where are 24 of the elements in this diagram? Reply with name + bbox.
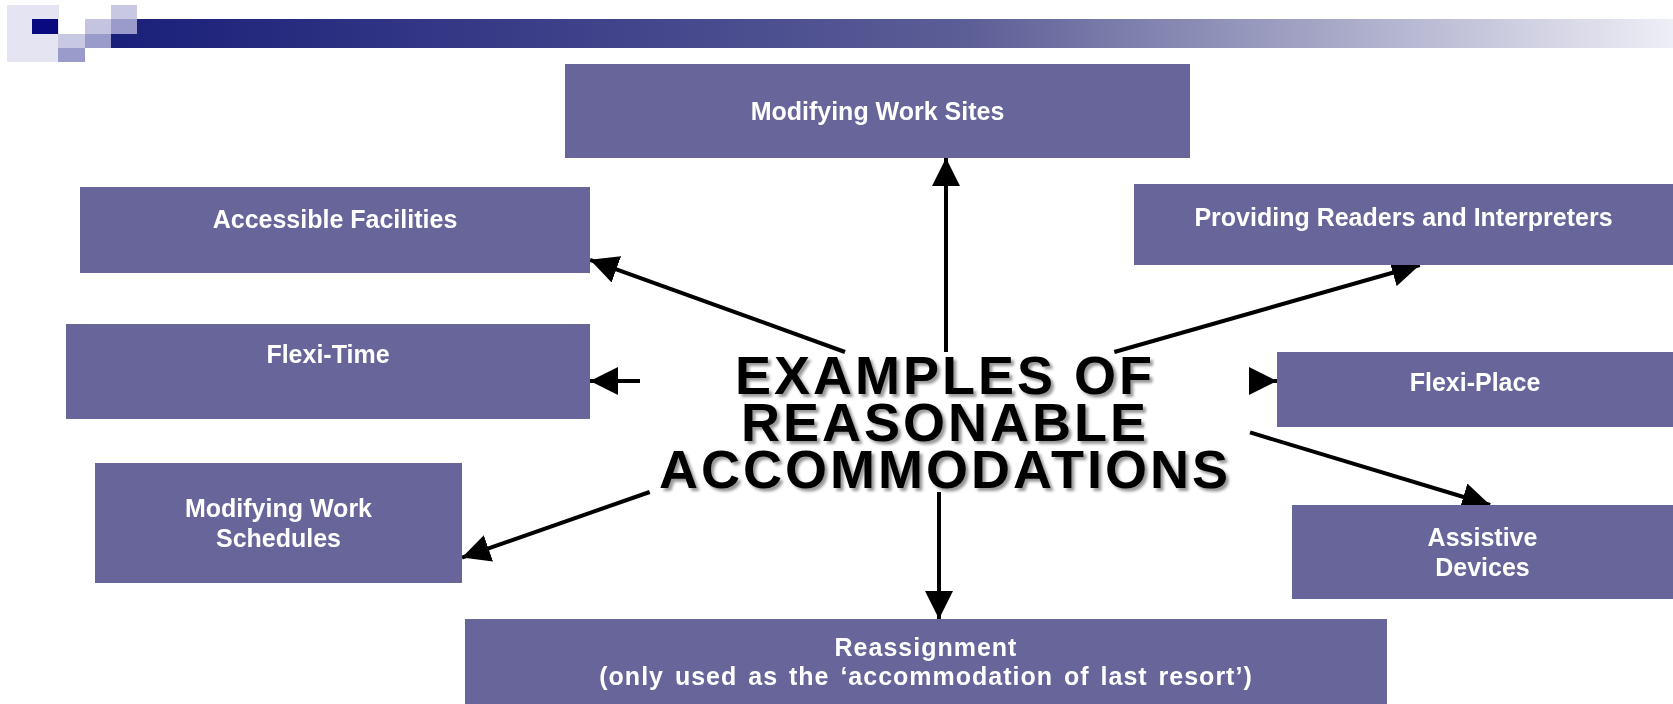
title-text: EXAMPLES OF REASONABLE ACCOMMODATIONS	[658, 351, 1232, 493]
category-box	[1134, 184, 1673, 265]
category-label: Reassignment	[834, 632, 1018, 662]
category-label: Flexi-Place	[1409, 366, 1541, 397]
arrow	[1249, 367, 1277, 395]
category-label: Modifying Work Schedules	[184, 493, 373, 553]
category-label: Assistive Devices	[1426, 522, 1539, 582]
category-box	[66, 324, 590, 419]
category-label: Flexi-Time	[266, 338, 390, 369]
category-note: (only used as the ‘accommodation of last resort’)	[599, 661, 1253, 691]
category-label: Providing Readers and Interpreters	[1194, 201, 1613, 232]
category-box	[465, 619, 1387, 704]
category-box	[80, 187, 590, 273]
category-box	[1292, 505, 1673, 599]
arrow	[589, 256, 846, 354]
category-label: Modifying Work Sites	[750, 96, 1005, 126]
arrow	[925, 492, 953, 619]
arrow	[932, 158, 960, 352]
category-box	[1277, 352, 1673, 427]
arrow	[590, 367, 640, 395]
category-label: Accessible Facilities	[212, 204, 458, 234]
category-box	[95, 463, 462, 583]
arrow	[461, 490, 651, 562]
category-box	[565, 64, 1190, 158]
